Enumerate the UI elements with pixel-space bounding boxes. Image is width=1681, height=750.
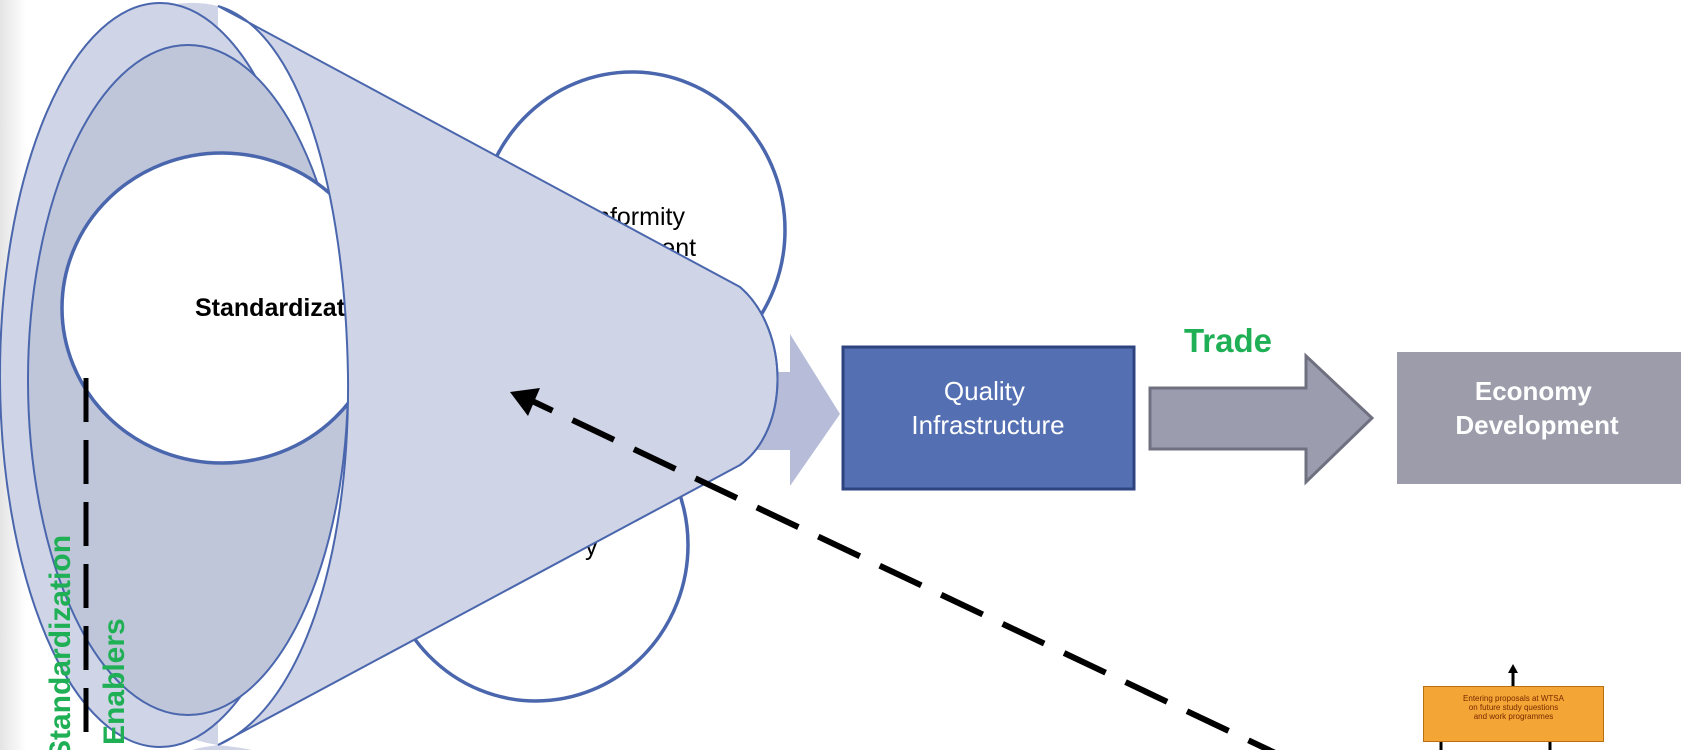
thumb-up-arrow-head: [1508, 664, 1518, 673]
enablers-label-line2: Enablers: [98, 618, 131, 745]
thumbnail-line-3: and work programmes: [1473, 712, 1554, 721]
thumbnail-line-1: Entering proposals at WTSA: [1463, 694, 1564, 703]
dashed-arrow-head: [510, 388, 540, 416]
wtsa-proposal-thumbnail: Entering proposals at WTSA on future stu…: [1423, 686, 1604, 742]
trade-label: Trade: [1184, 322, 1272, 359]
economy-development-label: Economy Development: [1455, 376, 1619, 440]
enablers-label-line1: Standardization: [44, 535, 77, 750]
quality-infrastructure-box: [841, 345, 1136, 491]
megaphone-mouth: [739, 286, 779, 466]
thumbnail-line-2: on future study questions: [1468, 703, 1559, 712]
quality-infrastructure-label: Quality Infrastructure: [911, 376, 1064, 440]
trade-arrow: [1148, 352, 1375, 486]
economy-development-box: [1397, 352, 1681, 484]
dashed-feedback-arrow: [528, 397, 1276, 750]
